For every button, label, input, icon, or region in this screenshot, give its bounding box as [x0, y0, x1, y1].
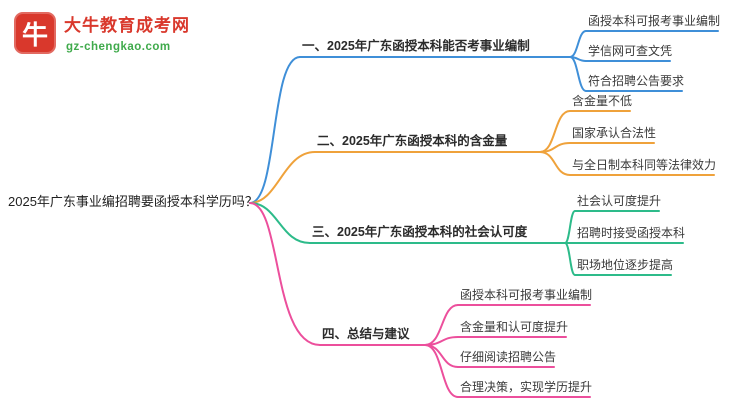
connector-path — [539, 151, 571, 176]
branch-3-connectors — [249, 202, 684, 276]
bull-icon: 牛 — [14, 12, 56, 54]
child-node: 函授本科可报考事业编制 — [460, 288, 593, 302]
connector-path — [249, 202, 321, 346]
child-node: 与全日制本科同等法律效力 — [572, 158, 717, 172]
connector-path — [249, 56, 301, 204]
logo-text: 大牛教育成考网 gz-chengkao.com — [64, 12, 190, 54]
site-title: 大牛教育成考网 — [64, 16, 190, 35]
connector-path — [569, 30, 587, 58]
connector-path — [424, 336, 459, 346]
child-node: 学信网可查文凭 — [588, 44, 673, 58]
connector-path — [249, 202, 311, 244]
child-node: 函授本科可报考事业编制 — [588, 14, 721, 28]
connector-path — [424, 304, 459, 346]
branch-label-3: 三、2025年广东函授本科的社会认可度 — [312, 225, 528, 239]
child-node: 仔细阅读招聘公告 — [460, 350, 557, 364]
root-node: 2025年广东事业编招聘要函授本科学历吗？ — [8, 194, 258, 209]
connector-path — [539, 142, 571, 153]
child-node: 职场地位逐步提高 — [577, 258, 674, 272]
branch-2-connectors — [249, 110, 715, 204]
branch-1-connectors — [249, 30, 719, 204]
branch-label-1: 一、2025年广东函授本科能否考事业编制 — [302, 39, 530, 53]
site-logo: 牛 大牛教育成考网 gz-chengkao.com — [14, 12, 190, 54]
branch-label-4: 四、总结与建议 — [322, 327, 410, 341]
child-node: 招聘时接受函授本科 — [577, 226, 686, 240]
connector-path — [424, 344, 459, 398]
child-node: 符合招聘公告要求 — [588, 74, 685, 88]
child-node: 含金量不低 — [572, 94, 633, 108]
child-node: 社会认可度提升 — [577, 194, 662, 208]
child-node: 合理决策，实现学历提升 — [460, 380, 593, 394]
connector-path — [539, 110, 571, 153]
branch-4-connectors — [249, 202, 591, 398]
connector-path — [564, 210, 576, 244]
site-url: gz-chengkao.com — [66, 41, 171, 53]
connector-path — [424, 344, 459, 368]
connector-path — [249, 151, 316, 204]
connector-path — [564, 242, 576, 276]
branch-label-2: 二、2025年广东函授本科的含金量 — [317, 134, 508, 148]
child-node: 含金量和认可度提升 — [460, 320, 569, 334]
child-node: 国家承认合法性 — [572, 126, 657, 140]
connector-path — [569, 56, 587, 92]
